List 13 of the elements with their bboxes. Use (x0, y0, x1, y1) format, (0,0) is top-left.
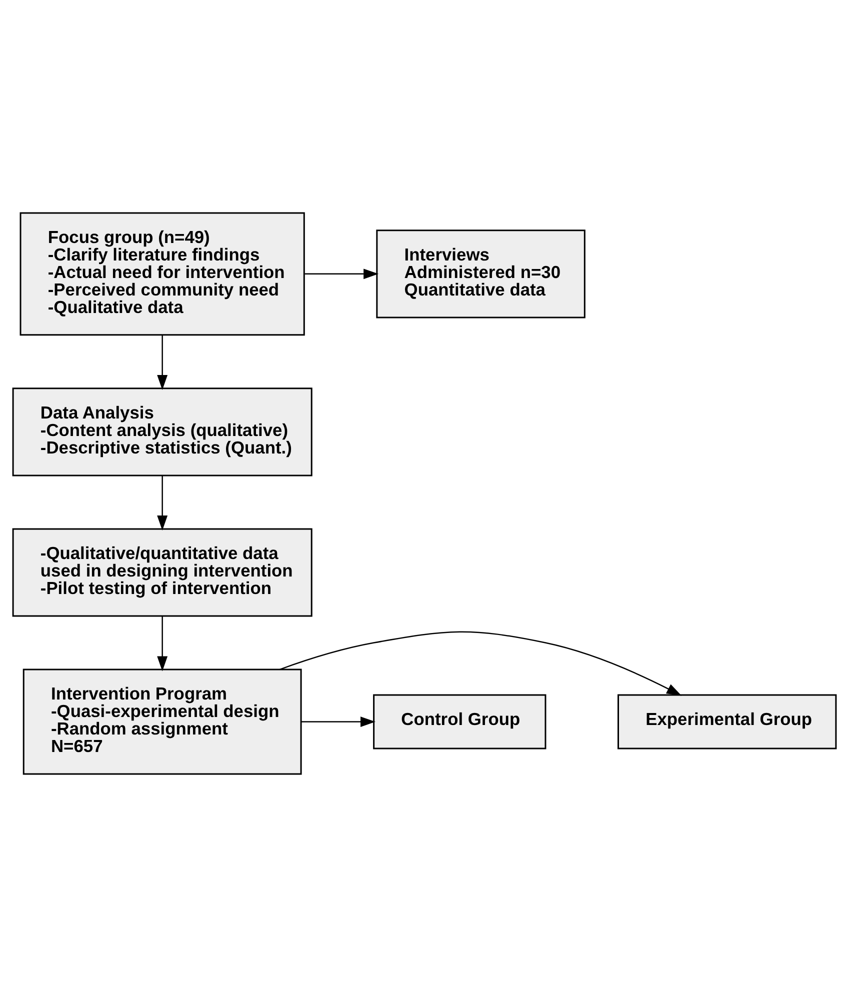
arrow (157, 616, 168, 672)
node-box: Experimental Group (618, 694, 837, 750)
arrow (280, 631, 682, 696)
arrow (157, 335, 168, 390)
node-box: Data Analysis -Content analysis (qualitative) -Descriptive statistics (Quant.) (12, 388, 312, 476)
node-box: Focus group (n=49) -Clarify literature findings -Actual need for intervention -Perceived community need -Qualitative data (20, 212, 305, 336)
arrow (301, 716, 376, 727)
node-box: Intervention Program -Quasi-experimental design -Random assignment N=657 (22, 668, 302, 775)
node-box: Interviews Administered n=30 Quantitative data (376, 230, 586, 318)
arrow (157, 476, 168, 530)
node-box: -Qualitative/quantitative data used in designing intervention -Pilot testing of intervention (12, 528, 312, 617)
arrow (304, 268, 378, 280)
node-box: Control Group (373, 694, 546, 750)
